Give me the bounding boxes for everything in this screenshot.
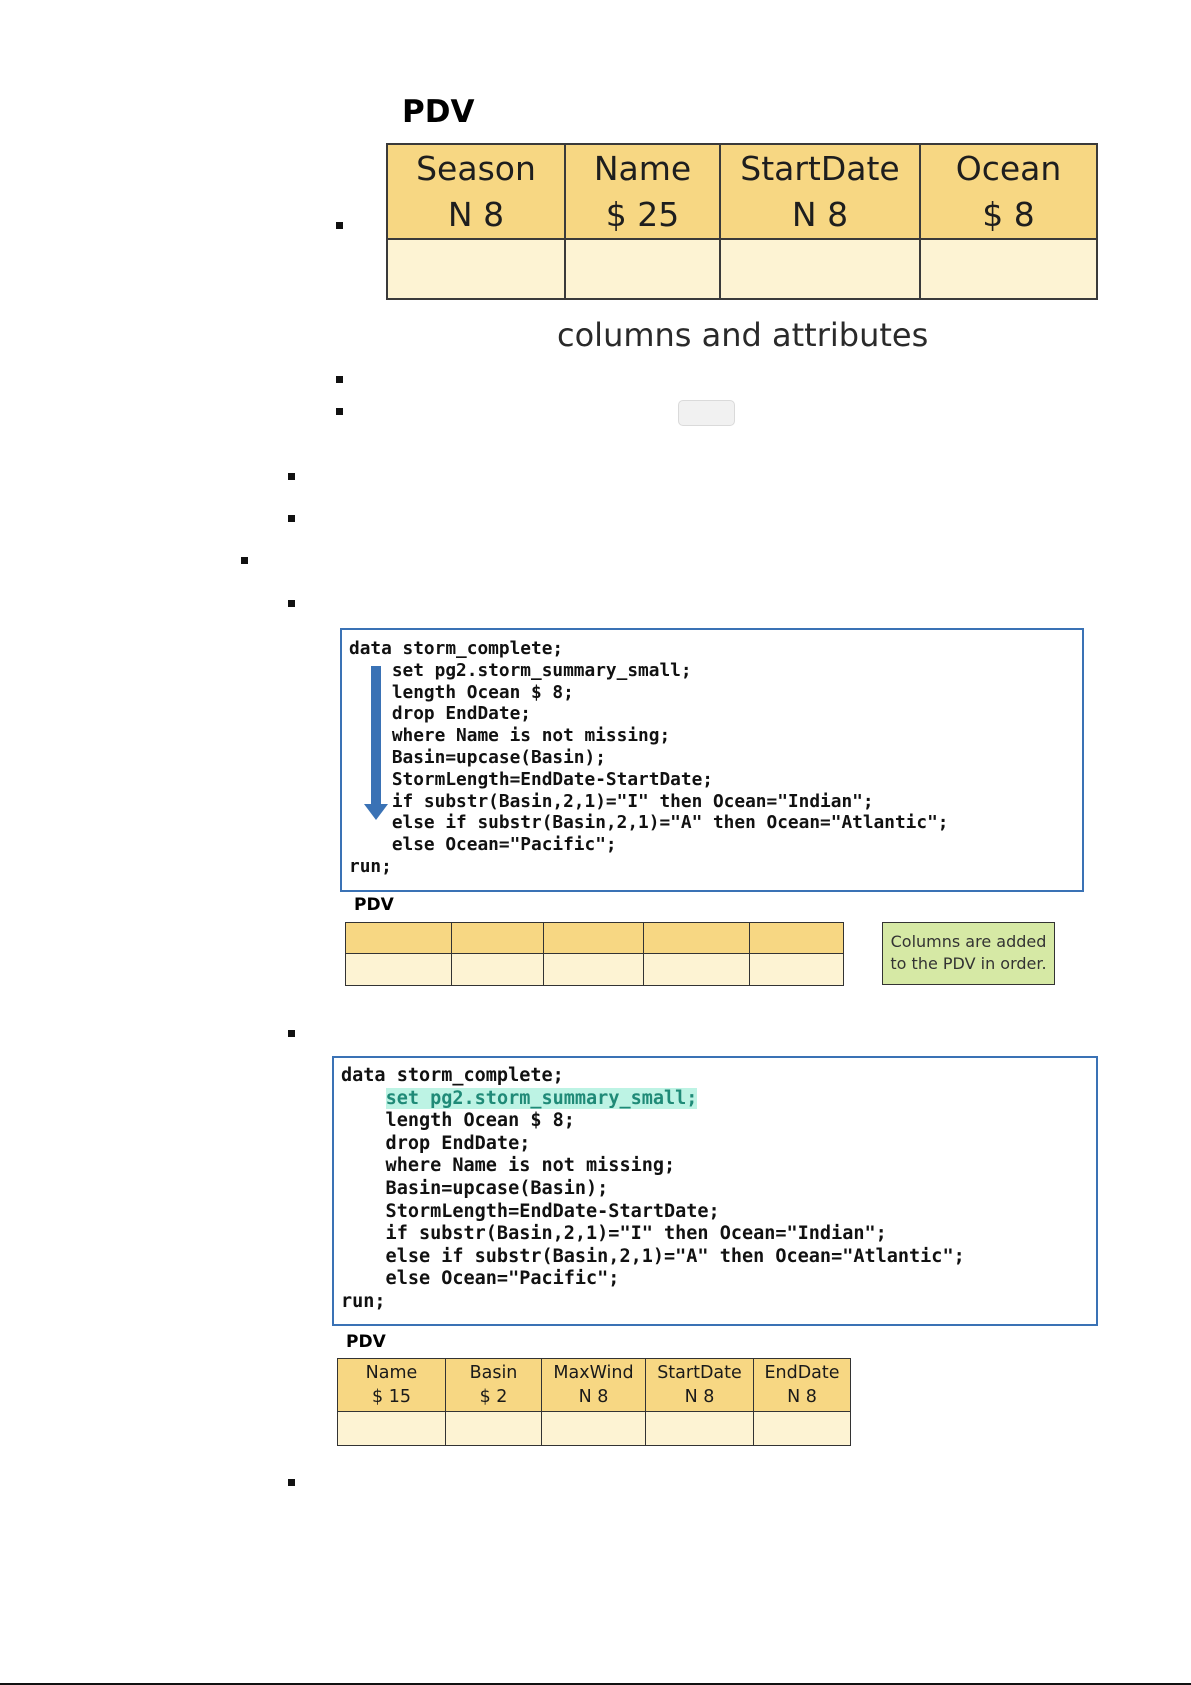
pdv-table (345, 922, 844, 986)
code-line: data storm_complete; (341, 1065, 564, 1086)
code-line: length Ocean $ 8; (341, 1110, 575, 1132)
pdv-value-cell (753, 1411, 851, 1446)
code-line: drop EndDate; (341, 1132, 531, 1154)
pdv-value-cell (386, 238, 566, 300)
code-line: where Name is not missing; (349, 725, 671, 747)
pdv-column-ocean: Ocean $ 8 (919, 143, 1098, 240)
pdv-column-empty (451, 922, 544, 954)
code-line: else Ocean="Pacific"; (349, 834, 617, 856)
pdv-column-basin: Basin$ 2 (445, 1358, 542, 1412)
pdv-column-empty (643, 922, 750, 954)
code-line: Basin=upcase(Basin); (349, 746, 606, 768)
pdv-value-cell (564, 238, 721, 300)
code-line: else Ocean="Pacific"; (341, 1268, 620, 1290)
list-bullet (288, 515, 295, 522)
list-bullet (288, 473, 295, 480)
pdv-value-cell (541, 1411, 646, 1446)
code-line: else if substr(Basin,2,1)="A" then Ocean… (341, 1245, 965, 1267)
code-line: run; (349, 855, 392, 877)
pdv-value-cell (719, 238, 921, 300)
pdv-column-empty (345, 922, 452, 954)
code-text: data storm_complete; set pg2.storm_summa… (341, 1065, 965, 1314)
pdv-value-cell (543, 953, 644, 986)
pdv-column-empty (543, 922, 644, 954)
code-line: Basin=upcase(Basin); (341, 1177, 609, 1199)
code-block-1: data storm_complete; set pg2.storm_summa… (340, 628, 1084, 892)
list-bullet (336, 408, 343, 415)
pdv-title: PDV (346, 1332, 386, 1352)
pdv-title: PDV (402, 94, 475, 130)
pdv-column-name: Name $ 25 (564, 143, 721, 240)
code-line: length Ocean $ 8; (349, 681, 574, 703)
code-line: if substr(Basin,2,1)="I" then Ocean="Ind… (349, 790, 874, 812)
code-block-2: data storm_complete; set pg2.storm_summa… (332, 1056, 1098, 1326)
list-bullet (336, 376, 343, 383)
list-bullet (288, 1030, 295, 1037)
pdv-value-cell (451, 953, 544, 986)
page-bottom-rule (0, 1683, 1191, 1685)
code-line: StormLength=EndDate-StartDate; (341, 1200, 720, 1222)
code-line: if substr(Basin,2,1)="I" then Ocean="Ind… (341, 1223, 887, 1245)
list-bullet (336, 222, 343, 229)
list-bullet (288, 1479, 295, 1486)
code-line: drop EndDate; (349, 703, 531, 725)
inline-code-chip (678, 400, 735, 426)
pdv-value-cell (749, 953, 844, 986)
pdv-column-season: Season N 8 (386, 143, 566, 240)
pdv-column-name: Name$ 15 (337, 1358, 446, 1412)
pdv-value-cell (645, 1411, 754, 1446)
code-line: else if substr(Basin,2,1)="A" then Ocean… (349, 812, 949, 834)
code-text: data storm_complete; set pg2.storm_summa… (349, 638, 949, 878)
pdv-caption: columns and attributes (557, 316, 929, 354)
pdv-value-cell (345, 953, 452, 986)
pdv-value-cell (445, 1411, 542, 1446)
code-line: run; (341, 1290, 386, 1312)
pdv-value-cell (337, 1411, 446, 1446)
pdv-title: PDV (354, 895, 394, 915)
code-line: where Name is not missing; (341, 1155, 676, 1177)
list-bullet (288, 600, 295, 607)
code-line: StormLength=EndDate-StartDate; (349, 768, 713, 790)
code-line: data storm_complete; (349, 638, 564, 659)
callout-note: Columns are added to the PDV in order. (882, 922, 1055, 985)
arrow-down-icon (364, 666, 388, 820)
list-bullet (241, 557, 248, 564)
code-line-highlighted: set pg2.storm_summary_small; (385, 1087, 698, 1109)
pdv-table: Season N 8 Name $ 25 StartDate N 8 Ocean… (386, 143, 1098, 300)
pdv-value-cell (919, 238, 1098, 300)
pdv-column-empty (749, 922, 844, 954)
code-line: set pg2.storm_summary_small; (349, 659, 692, 681)
pdv-value-cell (643, 953, 750, 986)
pdv-column-startdate: StartDate N 8 (719, 143, 921, 240)
